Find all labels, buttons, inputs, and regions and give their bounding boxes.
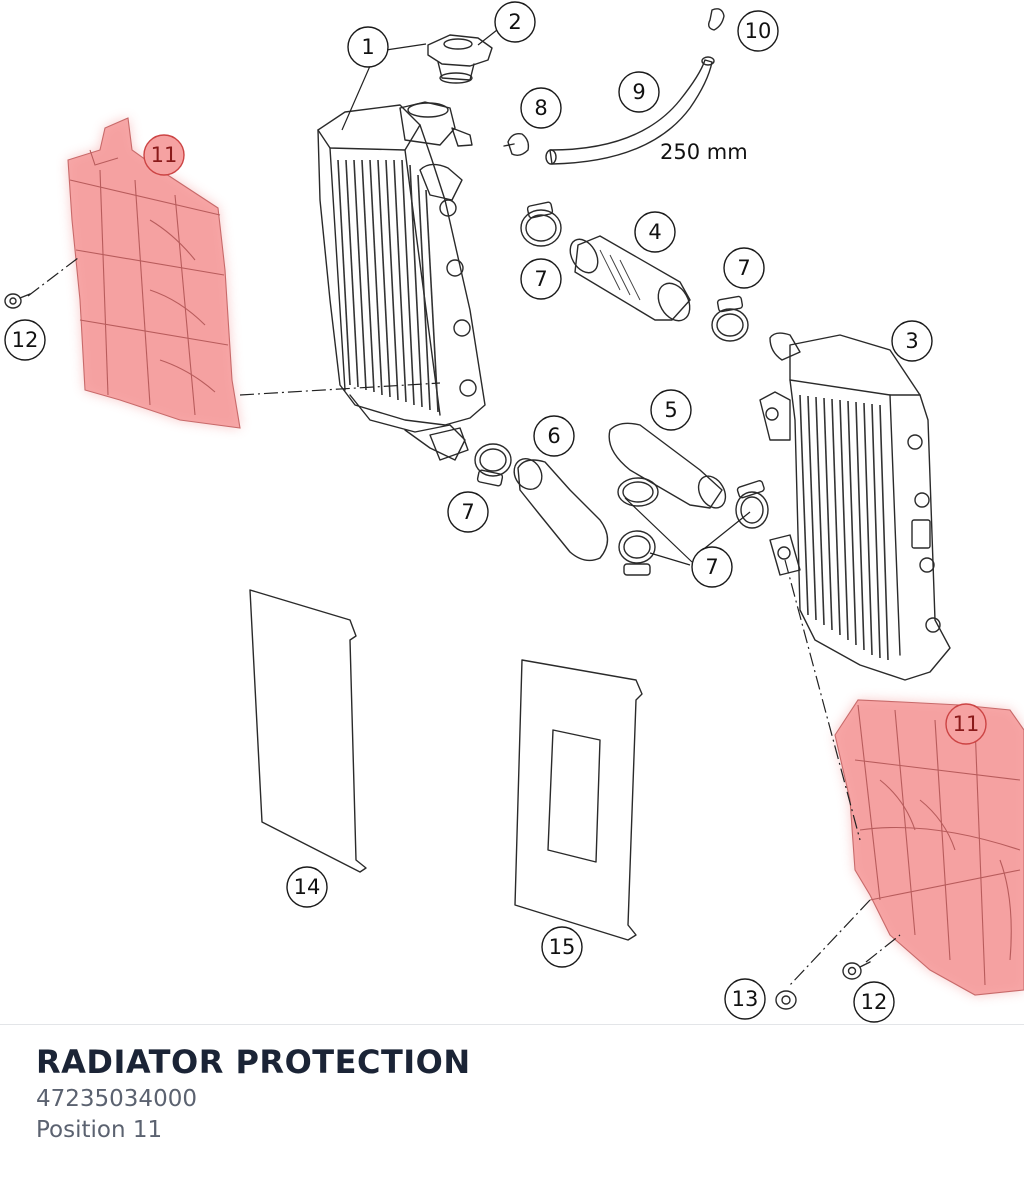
protection-foil-14[interactable] — [249, 589, 367, 873]
radiator-cap[interactable] — [427, 34, 493, 84]
hose-length-label: 250 mm — [660, 140, 748, 164]
radiator-hose-6[interactable] — [509, 454, 609, 562]
hose-clamp[interactable] — [474, 443, 512, 487]
exploded-parts-diagram: 1 2 3 4 5 6 7 7 7 7 8 9 10 11 11 12 12 1… — [4, 1, 1024, 1023]
protection-foil-15[interactable] — [514, 659, 643, 941]
callout-7: 7 — [691, 546, 733, 588]
callout-2: 2 — [494, 1, 536, 43]
svg-text:8: 8 — [534, 96, 547, 120]
hose-clamp[interactable] — [618, 530, 656, 576]
svg-text:12: 12 — [861, 990, 888, 1014]
callout-4: 4 — [634, 211, 676, 253]
screw[interactable] — [4, 293, 31, 309]
svg-text:7: 7 — [705, 555, 718, 579]
callout-9: 9 — [618, 71, 660, 113]
svg-text:10: 10 — [745, 19, 772, 43]
svg-text:2: 2 — [508, 10, 521, 34]
svg-text:6: 6 — [547, 424, 560, 448]
callout-11-highlighted[interactable]: 11 — [143, 134, 185, 176]
callout-12: 12 — [4, 319, 46, 361]
hose-clamp[interactable] — [711, 295, 749, 342]
right-radiator-fins — [799, 394, 889, 661]
svg-text:7: 7 — [461, 500, 474, 524]
caption-divider — [0, 1024, 1024, 1025]
callout-5: 5 — [650, 389, 692, 431]
hose-clamp[interactable] — [617, 477, 659, 507]
svg-text:7: 7 — [737, 256, 750, 280]
left-radiator-guard[interactable] — [67, 117, 241, 429]
part-position: Position 11 — [36, 1117, 163, 1143]
callout-12: 12 — [853, 981, 895, 1023]
connector-pipe[interactable] — [565, 234, 697, 326]
left-radiator-fins — [337, 159, 477, 413]
svg-text:11: 11 — [953, 712, 980, 736]
svg-text:15: 15 — [549, 935, 576, 959]
callout-15: 15 — [541, 926, 583, 968]
callout-11-highlighted[interactable]: 11 — [945, 703, 987, 745]
svg-text:4: 4 — [648, 220, 661, 244]
part-title: RADIATOR PROTECTION — [36, 1043, 471, 1081]
svg-text:1: 1 — [361, 35, 374, 59]
callout-10: 10 — [737, 10, 779, 52]
screw[interactable] — [842, 961, 871, 980]
callout-1: 1 — [347, 26, 389, 68]
hose-clamp[interactable] — [520, 201, 562, 247]
hose-clip-10[interactable] — [707, 8, 725, 31]
svg-text:13: 13 — [732, 987, 759, 1011]
callout-7: 7 — [447, 491, 489, 533]
callout-14: 14 — [286, 866, 328, 908]
svg-text:14: 14 — [294, 875, 321, 899]
right-radiator-guard[interactable] — [834, 699, 1024, 996]
right-radiator[interactable] — [759, 332, 951, 681]
svg-text:9: 9 — [632, 80, 645, 104]
vent-hose-9[interactable] — [545, 56, 715, 165]
hose-clip-8[interactable] — [503, 132, 530, 157]
svg-text:12: 12 — [12, 328, 39, 352]
svg-text:5: 5 — [664, 398, 677, 422]
part-number: 47235034000 — [36, 1086, 197, 1112]
svg-text:3: 3 — [905, 329, 918, 353]
leader-lines — [27, 29, 901, 986]
callout-6: 6 — [533, 415, 575, 457]
nut[interactable] — [775, 990, 797, 1010]
part-caption: RADIATOR PROTECTION 47235034000 Position… — [36, 1040, 471, 1146]
callout-3: 3 — [891, 320, 933, 362]
callout-8: 8 — [520, 87, 562, 129]
svg-text:7: 7 — [534, 267, 547, 291]
left-radiator[interactable] — [317, 101, 486, 461]
radiator-hose-5[interactable] — [608, 422, 731, 512]
callout-7: 7 — [723, 247, 765, 289]
callout-13: 13 — [724, 978, 766, 1020]
callout-7: 7 — [520, 258, 562, 300]
hose-clamp[interactable] — [735, 480, 769, 529]
svg-text:11: 11 — [151, 143, 178, 167]
